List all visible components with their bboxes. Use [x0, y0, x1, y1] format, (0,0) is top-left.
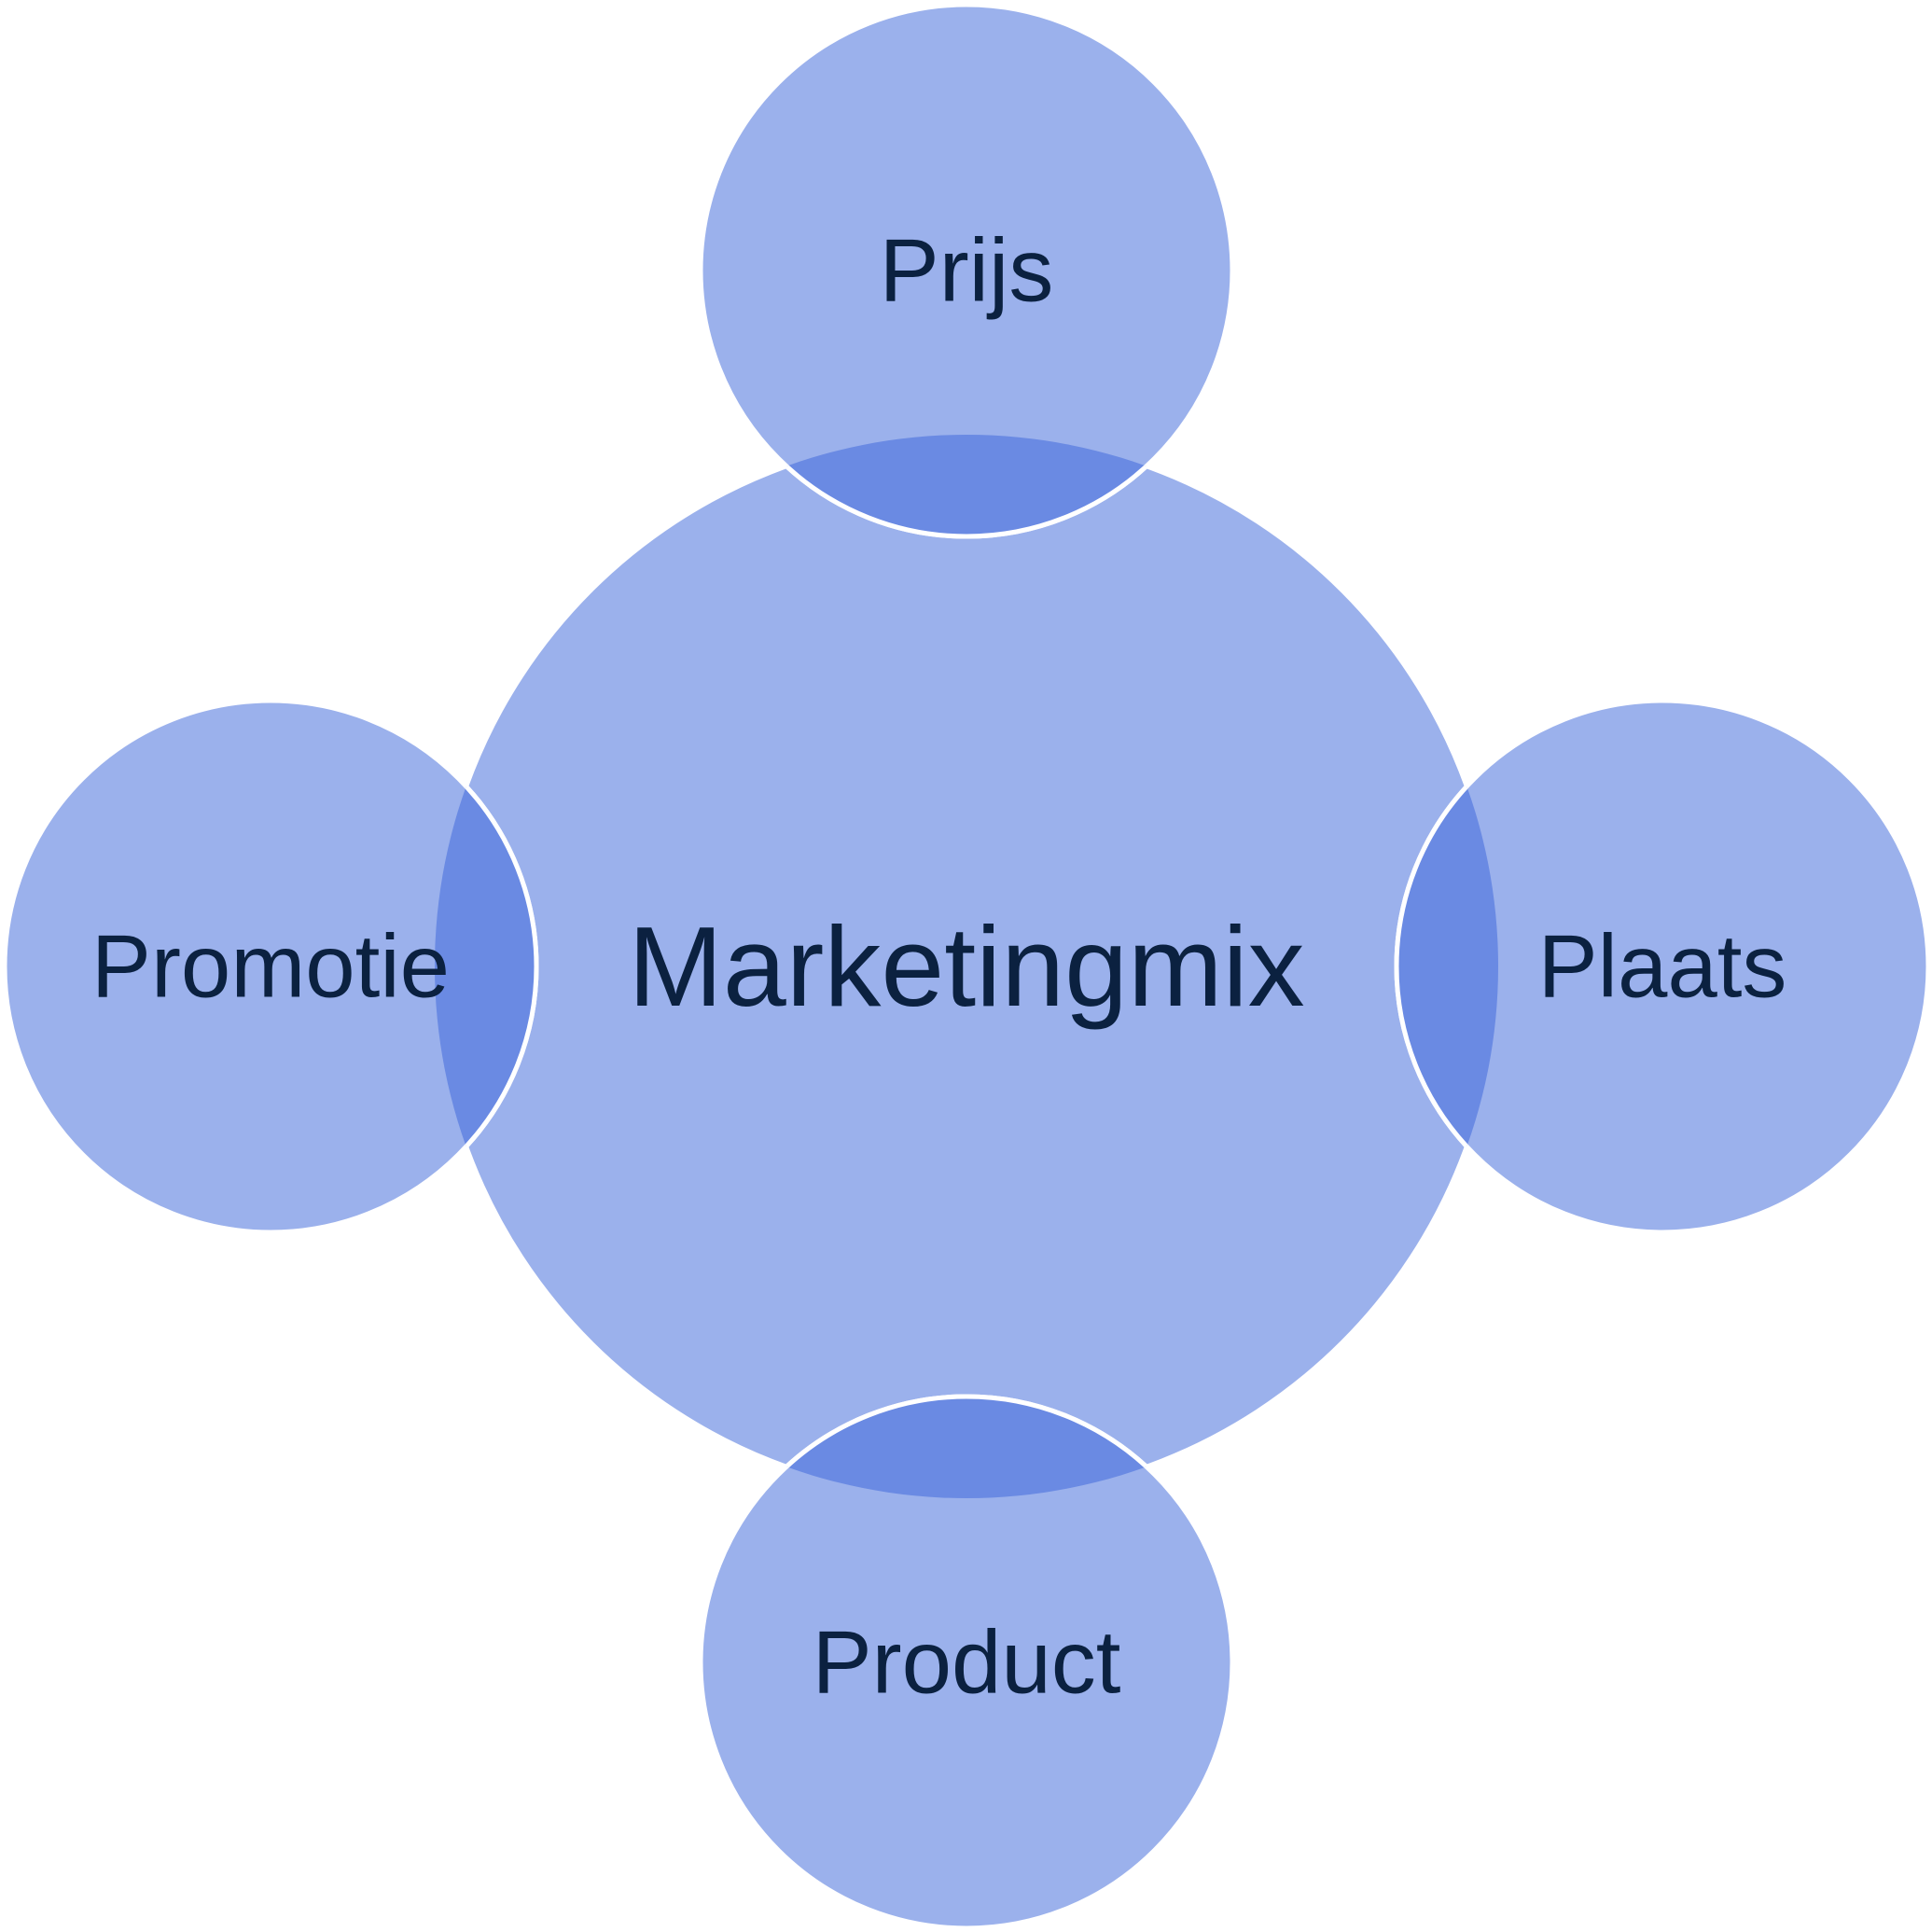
satellite-label-prijs: Prijs: [880, 221, 1054, 321]
satellite-label-promotie: Promotie: [91, 917, 450, 1017]
overlap-lens-plaats: [1394, 698, 1498, 1235]
overlap-lens-product: [698, 1394, 1235, 1498]
center-label: Marketingmix: [628, 903, 1304, 1030]
satellite-label-plaats: Plaats: [1538, 917, 1787, 1017]
satellite-label-product: Product: [813, 1613, 1121, 1713]
overlap-lens-promotie: [435, 698, 539, 1235]
overlap-lens-prijs: [698, 435, 1235, 539]
